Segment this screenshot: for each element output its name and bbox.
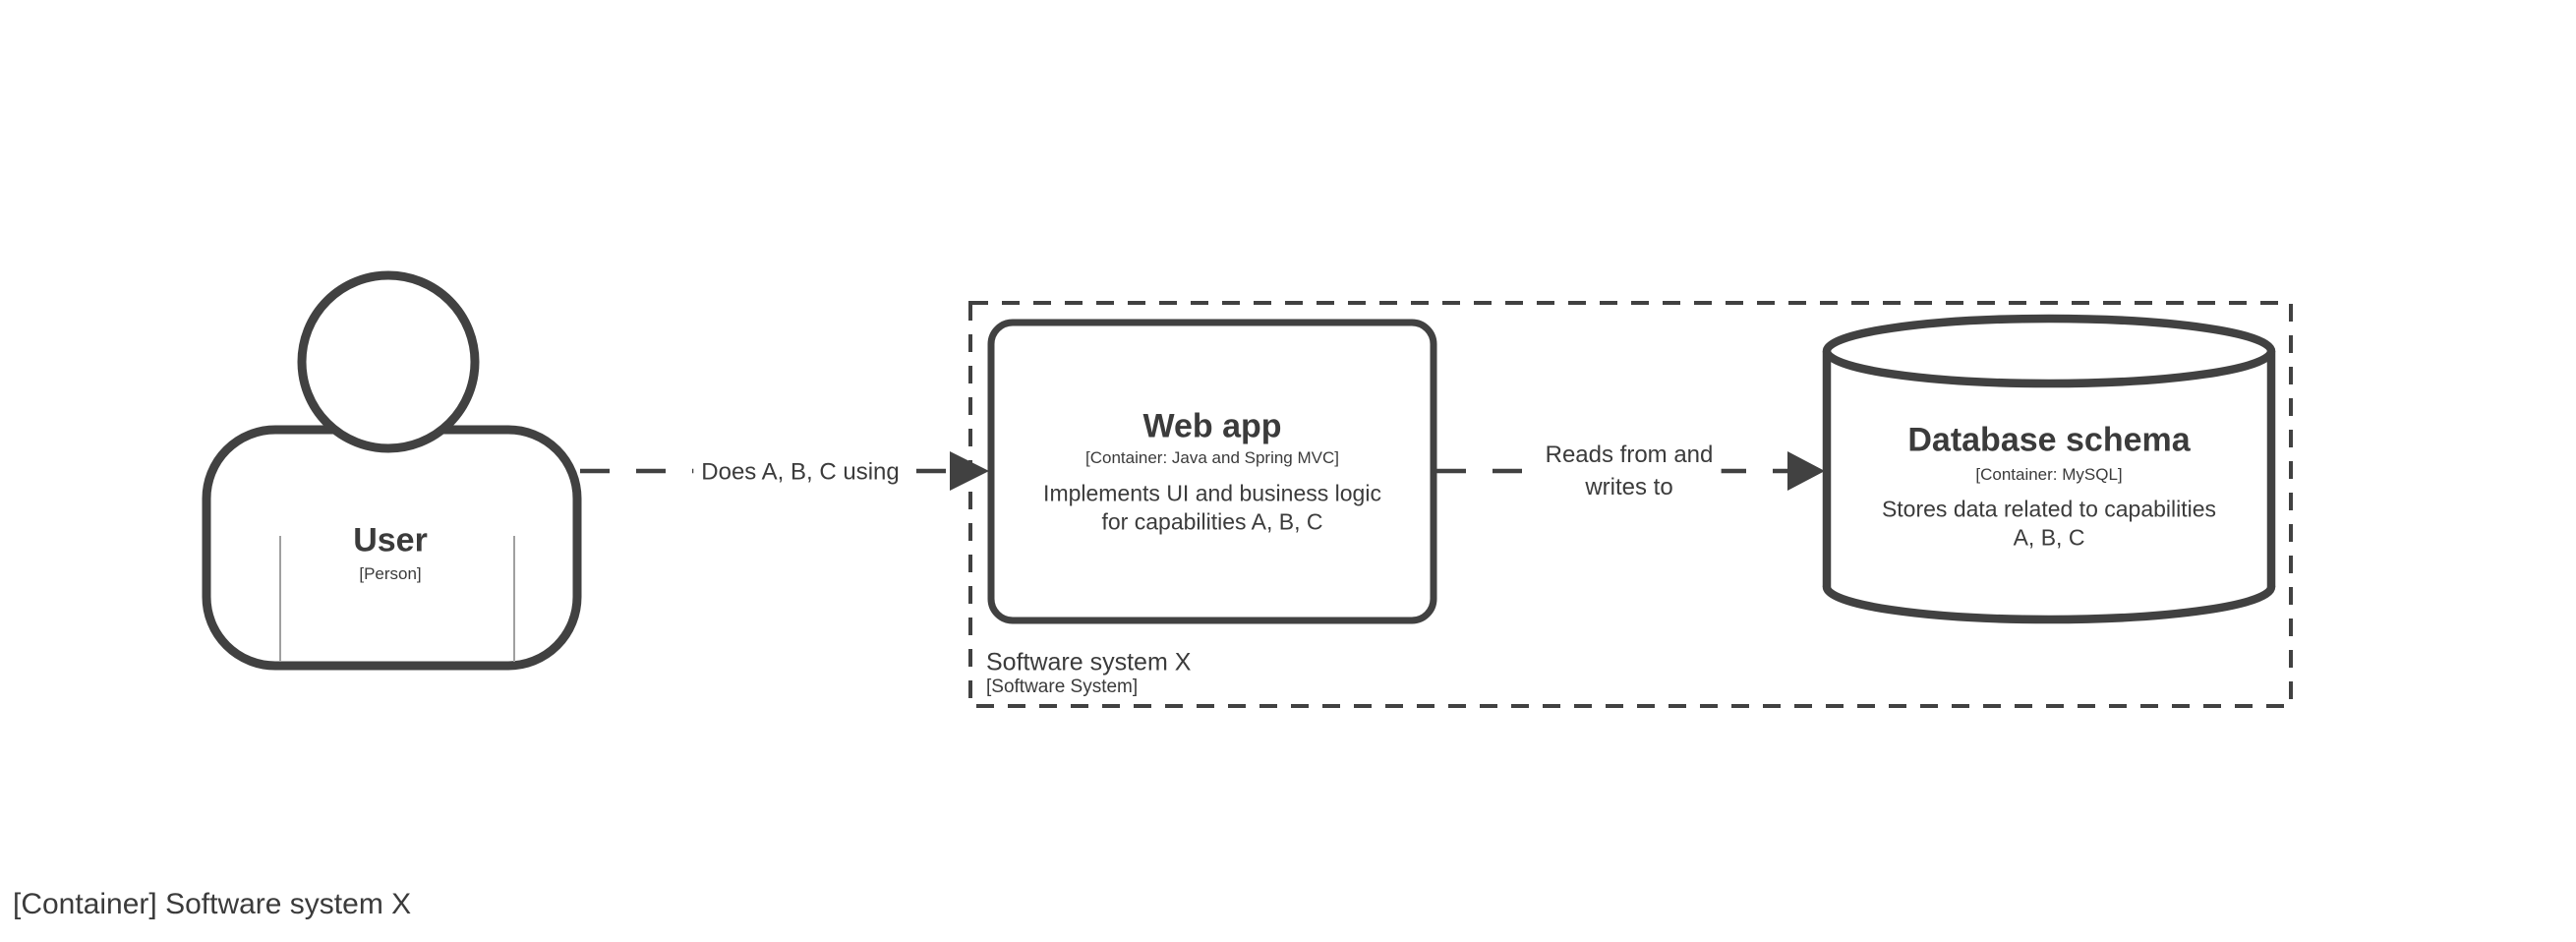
database-cylinder-top-shape [1822, 314, 2276, 388]
relationship-webapp-database-arrowhead-icon [1787, 451, 1825, 491]
database-description-line2: A, B, C [2013, 524, 2085, 551]
database-name-label: Database schema [1907, 421, 2191, 459]
relationship-webapp-database-label-line1: Reads from and [1545, 442, 1714, 468]
webapp-description-line2: for capabilities A, B, C [1101, 508, 1323, 535]
person-head-shape [297, 270, 480, 453]
webapp-container-shape [987, 319, 1437, 624]
database-cylinder-body-fill [1823, 351, 2275, 587]
relationship-user-webapp-arrowhead-icon [950, 451, 989, 491]
user-name-label: User [353, 521, 428, 559]
software-system-boundary [968, 301, 2293, 708]
user-type-label: [Person] [359, 564, 422, 583]
relationship-user-webapp-label: Does A, B, C using [693, 455, 907, 489]
webapp-name-label: Web app [1142, 407, 1282, 445]
diagram-title: [Container] Software system X [13, 888, 412, 920]
database-description-line1: Stores data related to capabilities [1881, 496, 2217, 522]
webapp-description-line1: Implements UI and business logic [1043, 480, 1381, 506]
boundary-type-label: [Software System] [986, 677, 1139, 697]
boundary-name-label: Software system X [986, 648, 1192, 677]
relationship-webapp-database-label: Reads from and writes to [1537, 439, 1722, 503]
relationship-webapp-database-label-line2: writes to [1585, 474, 1673, 500]
database-type-label: [Container: MySQL] [1975, 465, 2123, 484]
webapp-type-label: [Container: Java and Spring MVC] [1085, 448, 1339, 467]
